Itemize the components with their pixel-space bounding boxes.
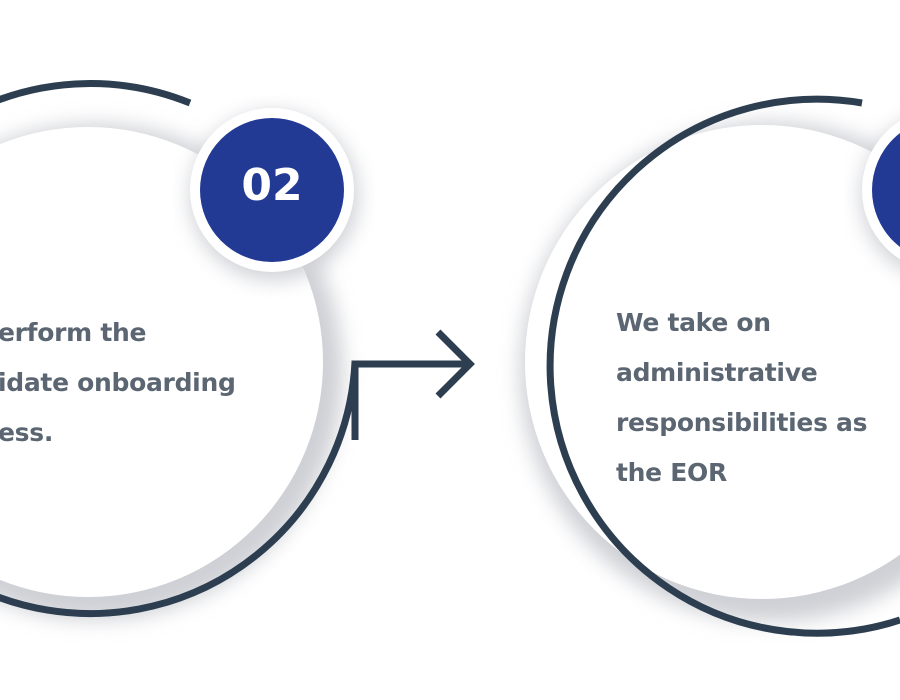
ring-left bbox=[0, 80, 359, 618]
text-line: ess. bbox=[0, 418, 54, 447]
text-line: the EOR bbox=[616, 458, 727, 487]
step-number: 02 bbox=[241, 160, 303, 211]
text-line: administrative bbox=[616, 358, 818, 387]
text-line: idate onboarding bbox=[0, 368, 236, 397]
step-description-right: We take on administrative responsibiliti… bbox=[616, 298, 868, 498]
text-line: erform the bbox=[0, 318, 147, 347]
ring-right bbox=[546, 95, 900, 637]
step-circle-right bbox=[520, 95, 900, 637]
badge-02 bbox=[190, 108, 358, 280]
arrow-connector bbox=[351, 329, 475, 440]
text-line: responsibilities as bbox=[616, 408, 868, 437]
text-line: We take on bbox=[616, 308, 771, 337]
badge-03-partial bbox=[861, 120, 900, 267]
step-description-left: erform the idate onboarding ess. bbox=[0, 308, 236, 458]
